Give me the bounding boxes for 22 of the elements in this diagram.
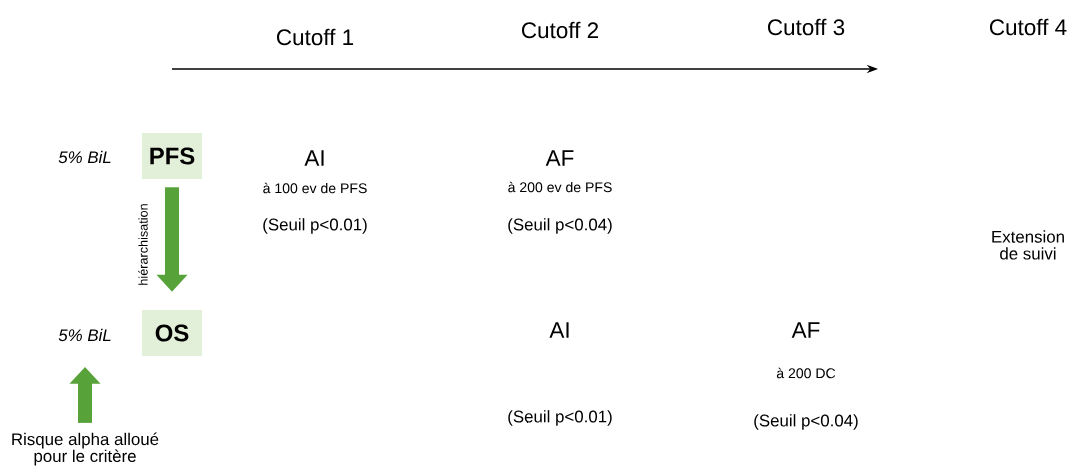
edge-label: hiérarchisation [136,201,150,288]
analysis-label: (Seuil p<0.04) [508,218,612,234]
analysis-label: AI [304,150,324,166]
time-label: Cutoff 4 [989,18,1067,36]
time-label: Cutoff 1 [276,28,354,46]
alpha-label: 5% BiL [58,328,111,342]
analysis-label: Extension de suivi [992,230,1064,260]
analysis-label: à 200 DC [776,367,836,379]
analysis-label: à 100 ev de PFS [263,182,367,194]
analysis-label: (Seuil p<0.04) [754,414,858,430]
time-label: Cutoff 2 [521,21,599,39]
time-label: Cutoff 3 [767,18,845,36]
analysis-label: AF [545,150,574,166]
analysis-label: à 200 ev de PFS [508,181,612,193]
analysis-label: AF [791,322,820,338]
endpoint-box: PFS [142,133,202,179]
note-text: Risque alpha alloué pour le critère [12,432,159,466]
analysis-label: AI [549,322,569,338]
analysis-label: (Seuil p<0.01) [263,218,367,234]
endpoint-box: OS [142,310,202,356]
alpha-label: 5% BiL [58,150,111,164]
analysis-label: (Seuil p<0.01) [508,410,612,426]
